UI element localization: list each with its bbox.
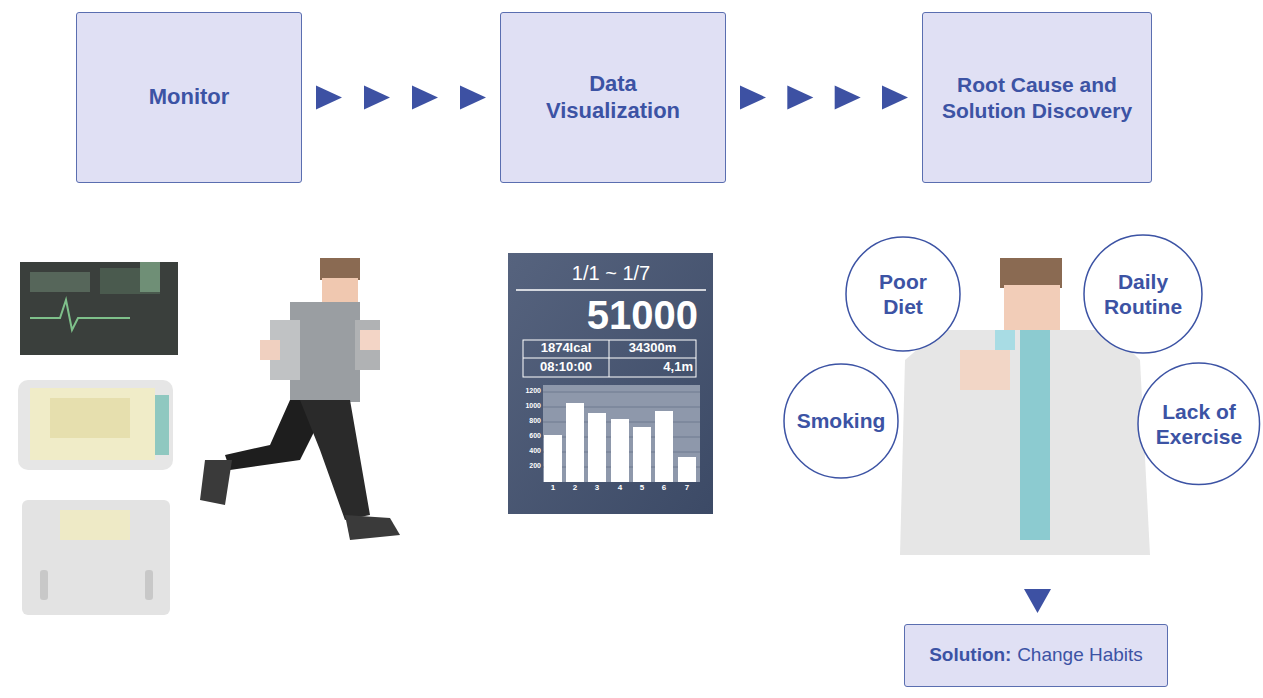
process-box: Data Visualization — [500, 12, 726, 183]
dashboard-label: 08:10:00 — [523, 360, 609, 374]
node-text: Data Visualization — [538, 71, 688, 124]
dashboard-label: 3 — [589, 484, 605, 493]
dashboard-label: 2 — [567, 484, 583, 493]
running-person — [200, 258, 400, 540]
process-box: Root Cause and Solution Discovery — [922, 12, 1152, 183]
cause-circle: Daily Routine — [1083, 234, 1203, 354]
dashboard-panel — [508, 253, 713, 514]
arrow-chain — [740, 86, 908, 110]
dashboard-label: 400 — [512, 447, 541, 455]
node-text: Daily Routine — [1093, 269, 1193, 319]
dashboard-label: 1200 — [512, 387, 541, 395]
node-text: Poor Diet — [858, 269, 948, 319]
down-arrow — [1024, 589, 1051, 613]
node-text: Smoking — [797, 408, 886, 433]
dashboard-label: 600 — [512, 432, 541, 440]
text-wrap: Monitor — [149, 84, 230, 110]
node-text: Solution: — [929, 644, 1011, 665]
dashboard-label: 1 — [545, 484, 561, 493]
circle-outline — [845, 236, 961, 352]
text-wrap: Daily Routine — [1093, 269, 1193, 319]
node-text: Lack of Exercise — [1147, 399, 1251, 449]
cause-circle: Smoking — [783, 363, 899, 479]
dashboard-label: 200 — [512, 462, 541, 470]
dashboard-label: 5 — [634, 484, 650, 493]
process-box: Monitor — [76, 12, 302, 183]
dashboard-label: 6 — [656, 484, 672, 493]
node-text: Monitor — [149, 84, 230, 110]
text-wrap: Smoking — [797, 408, 886, 433]
circle-outline — [1137, 362, 1261, 486]
text-wrap: Lack of Exercise — [1147, 399, 1251, 449]
dashboard-label: 4,1m — [609, 360, 693, 374]
arrow-chain — [316, 86, 486, 110]
dashboard-label: 4 — [612, 484, 628, 493]
cause-circle: Poor Diet — [845, 236, 961, 352]
dashboard-label: 1/1 ~ 1/7 — [511, 262, 711, 284]
dashboard-label: 34300m — [609, 341, 696, 355]
dashboard-label: 1000 — [512, 402, 541, 410]
circle-outline — [1083, 234, 1203, 354]
node-text: Root Cause and Solution Discovery — [930, 72, 1144, 122]
text-wrap: Solution: Change Habits — [929, 644, 1143, 667]
dashboard-label: 1874lcal — [523, 341, 609, 355]
text-wrap: Root Cause and Solution Discovery — [930, 72, 1144, 122]
text-wrap: Data Visualization — [538, 71, 688, 124]
node-text: Change Habits — [1017, 644, 1143, 665]
text-wrap: Poor Diet — [858, 269, 948, 319]
dashboard-label: 51000 — [560, 293, 698, 337]
dashboard-label: 7 — [679, 484, 695, 493]
dashboard-label: 800 — [512, 417, 541, 425]
process-box: Solution: Change Habits — [904, 624, 1168, 687]
monitor-devices — [18, 262, 178, 615]
cause-circle: Lack of Exercise — [1137, 362, 1261, 486]
